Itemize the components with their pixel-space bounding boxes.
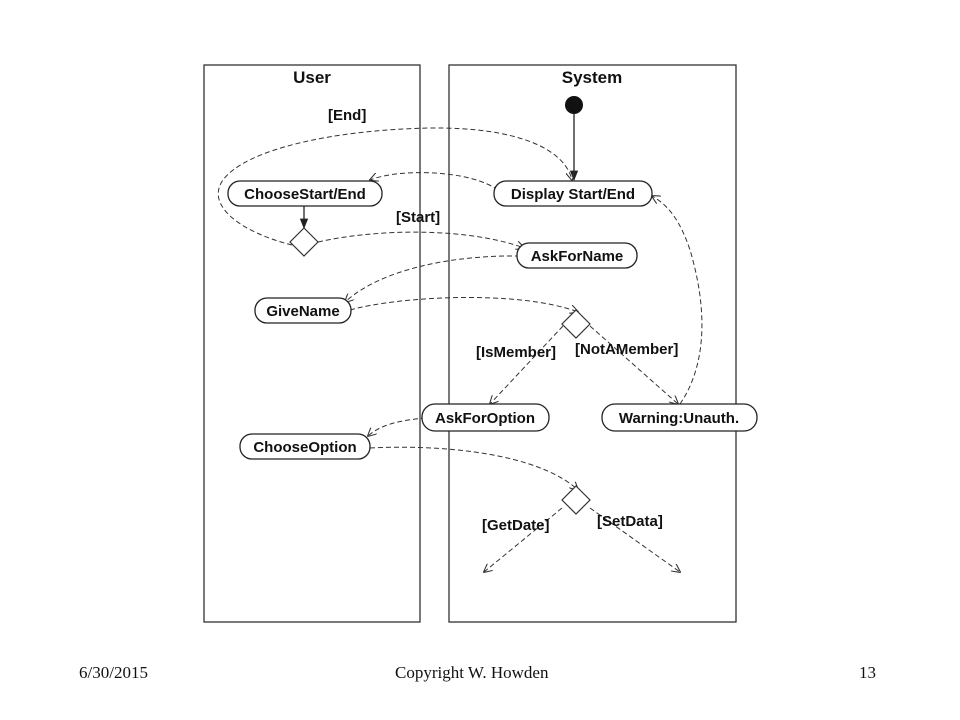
flow-start-to-askname	[317, 231, 524, 248]
node-warning-unauth: Warning:Unauth.	[601, 403, 758, 432]
footer-date: 6/30/2015	[79, 663, 148, 682]
node-ask-for-name-label: AskForName	[531, 248, 624, 265]
node-ask-for-name: AskForName	[516, 242, 638, 269]
node-give-name: GiveName	[254, 297, 352, 324]
flow-setdata	[589, 507, 680, 572]
guard-get-date: [GetDate]	[482, 517, 550, 534]
flow-warning-to-display	[652, 196, 703, 405]
node-ask-for-option: AskForOption	[421, 403, 550, 432]
user-lane	[203, 64, 421, 623]
guard-not-a-member: [NotAMember]	[575, 341, 678, 358]
decision-option	[561, 485, 591, 515]
flow-askoption-to-chooseoption	[368, 417, 427, 436]
node-display-start-end-label: Display Start/End	[511, 186, 635, 203]
flow-end-to-display	[217, 127, 572, 246]
node-give-name-label: GiveName	[266, 303, 339, 320]
node-choose-start-end-label: ChooseStart/End	[244, 186, 366, 203]
node-choose-option-label: ChooseOption	[253, 439, 356, 456]
flow-getdate	[484, 507, 563, 572]
guard-start: [Start]	[396, 209, 440, 226]
decision-start-end	[289, 227, 319, 257]
node-warning-unauth-label: Warning:Unauth.	[619, 410, 739, 427]
guard-end: [End]	[328, 107, 366, 124]
node-choose-start-end: ChooseStart/End	[227, 180, 383, 207]
flow-askname-to-givename	[345, 255, 521, 302]
system-lane	[448, 64, 737, 623]
guard-set-data: [SetData]	[597, 513, 663, 530]
flow-chooseoption-to-decision	[369, 446, 578, 490]
node-display-start-end: Display Start/End	[493, 180, 653, 207]
user-lane-title: User	[293, 68, 331, 87]
flow-notamember	[589, 325, 678, 404]
node-ask-for-option-label: AskForOption	[435, 410, 535, 427]
guard-is-member: [IsMember]	[476, 344, 556, 361]
decision-membership	[561, 309, 591, 339]
flow-ismember	[490, 325, 564, 404]
flow-givename-to-decision	[349, 297, 578, 312]
node-choose-option: ChooseOption	[239, 433, 371, 460]
footer-page-number: 13	[859, 663, 876, 682]
footer-copyright: Copyright W. Howden	[395, 663, 549, 682]
system-lane-title: System	[562, 68, 622, 87]
initial-node	[565, 96, 583, 114]
flow-display-to-choose	[370, 172, 499, 191]
